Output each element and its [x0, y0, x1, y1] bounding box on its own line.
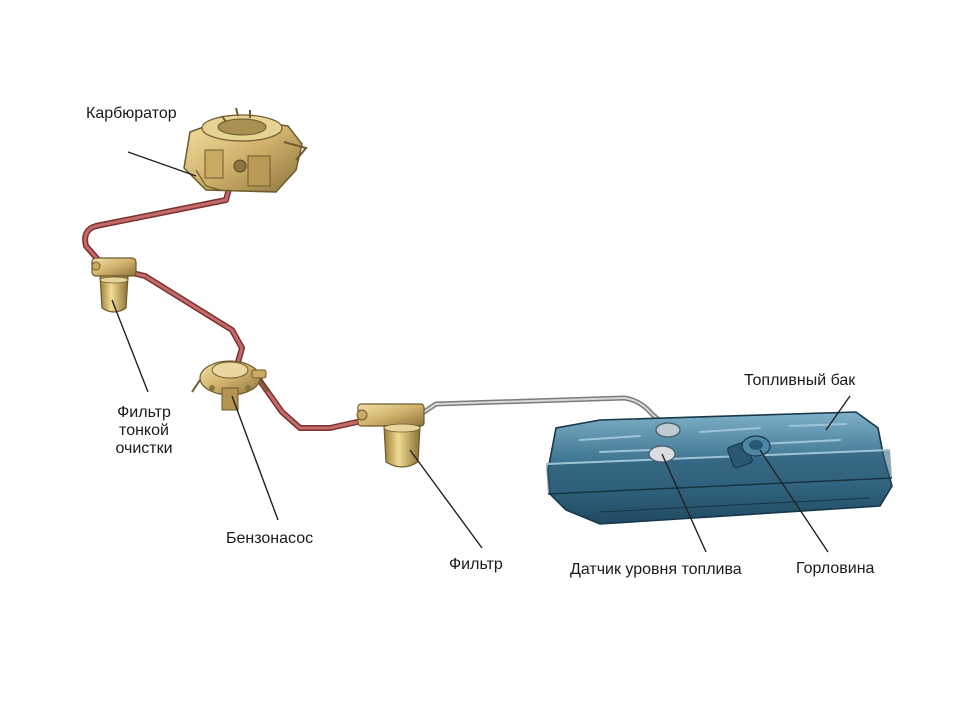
filter-illustration — [357, 404, 424, 467]
fuel-line — [85, 185, 668, 428]
label-fuel-pump: Бензонасос — [226, 530, 313, 548]
label-carburetor: Карбюратор — [86, 105, 177, 123]
label-filler-neck: Горловина — [796, 560, 874, 578]
fuel-tank-illustration — [546, 412, 892, 524]
leader-filter — [410, 450, 482, 548]
leader-fine-filter — [112, 300, 148, 392]
label-filter: Фильтр — [449, 556, 503, 574]
fuel-pump-illustration — [192, 361, 268, 410]
fuel-line-fine-filter-to-pump — [128, 272, 242, 362]
label-fine-filter: Фильтр тонкой очистки — [102, 404, 186, 458]
label-fuel-tank: Топливный бак — [744, 372, 855, 390]
label-level-sensor: Датчик уровня топлива — [570, 561, 742, 579]
leader-fuel-pump — [232, 396, 278, 520]
carburetor-illustration — [184, 108, 306, 192]
